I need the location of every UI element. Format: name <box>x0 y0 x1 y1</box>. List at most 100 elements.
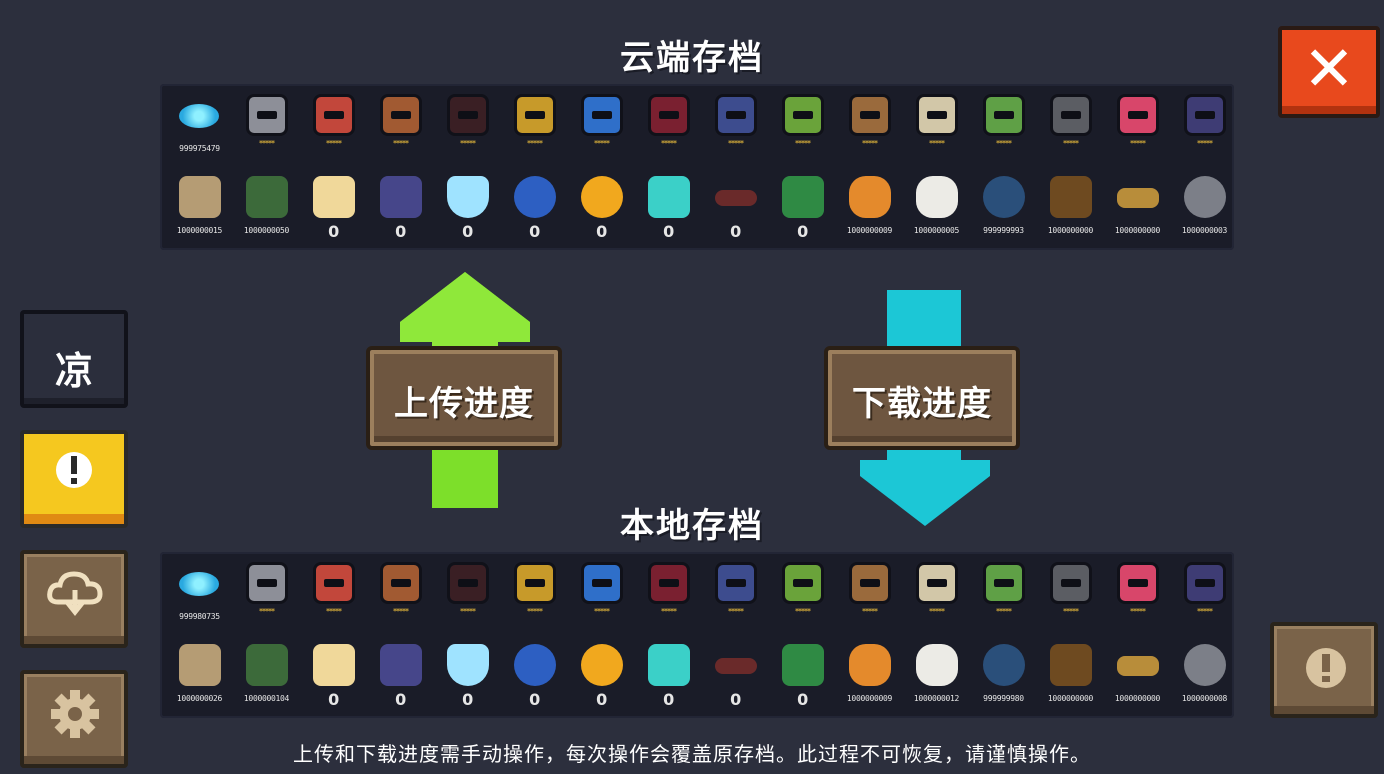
hero-taoist[interactable]: ***** <box>1104 556 1171 634</box>
upload-progress-button[interactable]: 上传进度 <box>366 346 562 450</box>
hero-taoist[interactable]: ***** <box>1104 88 1171 166</box>
close-button[interactable]: ✕ <box>1278 26 1380 118</box>
taoist-icon <box>1117 94 1159 136</box>
hero-berserker[interactable]: ***** <box>1037 88 1104 166</box>
material-count: 1000000008 <box>1181 694 1228 703</box>
material-cell: 1000000008 <box>1171 638 1238 716</box>
pouch-icon <box>916 644 958 686</box>
hero-vampire[interactable]: ***** <box>635 556 702 634</box>
hero-priest[interactable]: ***** <box>903 556 970 634</box>
hero-knight[interactable]: ***** <box>233 88 300 166</box>
material-cell: 1000000000 <box>1104 170 1171 248</box>
hero-stars: ***** <box>996 139 1012 148</box>
hero-werewolf[interactable]: ***** <box>836 88 903 166</box>
elf-icon <box>782 94 824 136</box>
cloud-material-row: 1000000015 1000000050 0 0 0 0 0 0 0 0 10… <box>166 170 1228 248</box>
gear-icon <box>1184 176 1226 218</box>
material-cell: 999999980 <box>970 638 1037 716</box>
knight-icon <box>246 94 288 136</box>
settings-button[interactable] <box>20 670 128 768</box>
hero-paladin[interactable]: ***** <box>702 556 769 634</box>
exclamation-icon <box>1306 648 1346 688</box>
material-count: 1000000003 <box>1181 226 1228 235</box>
gear-icon <box>1184 644 1226 686</box>
hero-robot[interactable]: ***** <box>568 556 635 634</box>
paladin-icon <box>715 562 757 604</box>
hero-werewolf[interactable]: ***** <box>836 556 903 634</box>
hero-stars: ***** <box>1130 139 1146 148</box>
horn-icon <box>1050 176 1092 218</box>
hero-berserker[interactable]: ***** <box>1037 556 1104 634</box>
hero-priest[interactable]: ***** <box>903 88 970 166</box>
material-cell: 0 <box>568 170 635 248</box>
material-cell: 999999993 <box>970 170 1037 248</box>
material-cell: 0 <box>501 638 568 716</box>
rogue-icon <box>313 562 355 604</box>
hero-stars: ***** <box>594 139 610 148</box>
hero-assassin[interactable]: ***** <box>434 556 501 634</box>
robot-icon <box>581 94 623 136</box>
download-progress-label: 下载进度 <box>852 384 992 424</box>
hero-stars: ***** <box>460 607 476 616</box>
hero-assassin[interactable]: ***** <box>434 88 501 166</box>
hero-druid[interactable]: ***** <box>970 556 1037 634</box>
hero-stars: ***** <box>1197 139 1213 148</box>
hero-stars: ***** <box>259 607 275 616</box>
material-cell: 0 <box>769 638 836 716</box>
material-cell: 0 <box>367 638 434 716</box>
hero-elf[interactable]: ***** <box>769 556 836 634</box>
werewolf-icon <box>849 94 891 136</box>
werewolf-icon <box>849 562 891 604</box>
hero-elf[interactable]: ***** <box>769 88 836 166</box>
hero-stars: ***** <box>1063 139 1079 148</box>
material-count: 0 <box>529 690 540 709</box>
hero-stars: ***** <box>527 139 543 148</box>
local-save-title: 本地存档 <box>620 506 764 546</box>
exclamation-icon <box>56 452 92 488</box>
material-cell: 1000000050 <box>233 170 300 248</box>
notice-button[interactable] <box>20 430 128 528</box>
material-cell: 1000000026 <box>166 638 233 716</box>
material-count: 1000000000 <box>1047 694 1094 703</box>
upload-progress-label: 上传进度 <box>394 384 534 424</box>
hero-demon[interactable]: ***** <box>1171 556 1238 634</box>
hero-engineer[interactable]: ***** <box>501 556 568 634</box>
hero-demon[interactable]: ***** <box>1171 88 1238 166</box>
orb-icon <box>514 176 556 218</box>
gem-cell: 999980735 <box>166 556 233 634</box>
fish-icon <box>983 644 1025 686</box>
hero-stars: ***** <box>326 607 342 616</box>
material-count: 1000000009 <box>846 226 893 235</box>
gem-count: 999980735 <box>179 612 220 621</box>
engineer-icon <box>514 94 556 136</box>
info-button[interactable] <box>1270 622 1378 718</box>
druid-icon <box>983 94 1025 136</box>
hero-engineer[interactable]: ***** <box>501 88 568 166</box>
hero-rogue[interactable]: ***** <box>300 556 367 634</box>
hero-stars: ***** <box>460 139 476 148</box>
shell-icon <box>1117 188 1159 208</box>
material-count: 0 <box>730 690 741 709</box>
hero-witch[interactable]: ***** <box>367 88 434 166</box>
hero-knight[interactable]: ***** <box>233 556 300 634</box>
hero-vampire[interactable]: ***** <box>635 88 702 166</box>
elf-icon <box>782 562 824 604</box>
local-save-panel: 999980735 ***** ***** ***** ***** ***** … <box>160 552 1234 718</box>
gem-cell: 999975479 <box>166 88 233 166</box>
material-cell: 1000000000 <box>1104 638 1171 716</box>
hero-druid[interactable]: ***** <box>970 88 1037 166</box>
language-button[interactable]: 凉 <box>20 310 128 408</box>
orb-icon <box>514 644 556 686</box>
ore-icon <box>849 176 891 218</box>
cloud-download-icon <box>47 571 103 617</box>
hero-stars: ***** <box>996 607 1012 616</box>
hero-robot[interactable]: ***** <box>568 88 635 166</box>
engineer-icon <box>514 562 556 604</box>
hero-rogue[interactable]: ***** <box>300 88 367 166</box>
cloud-sync-button[interactable] <box>20 550 128 648</box>
material-count: 0 <box>328 222 339 241</box>
download-progress-button[interactable]: 下载进度 <box>824 346 1020 450</box>
hero-witch[interactable]: ***** <box>367 556 434 634</box>
material-count: 1000000000 <box>1114 226 1161 235</box>
hero-paladin[interactable]: ***** <box>702 88 769 166</box>
